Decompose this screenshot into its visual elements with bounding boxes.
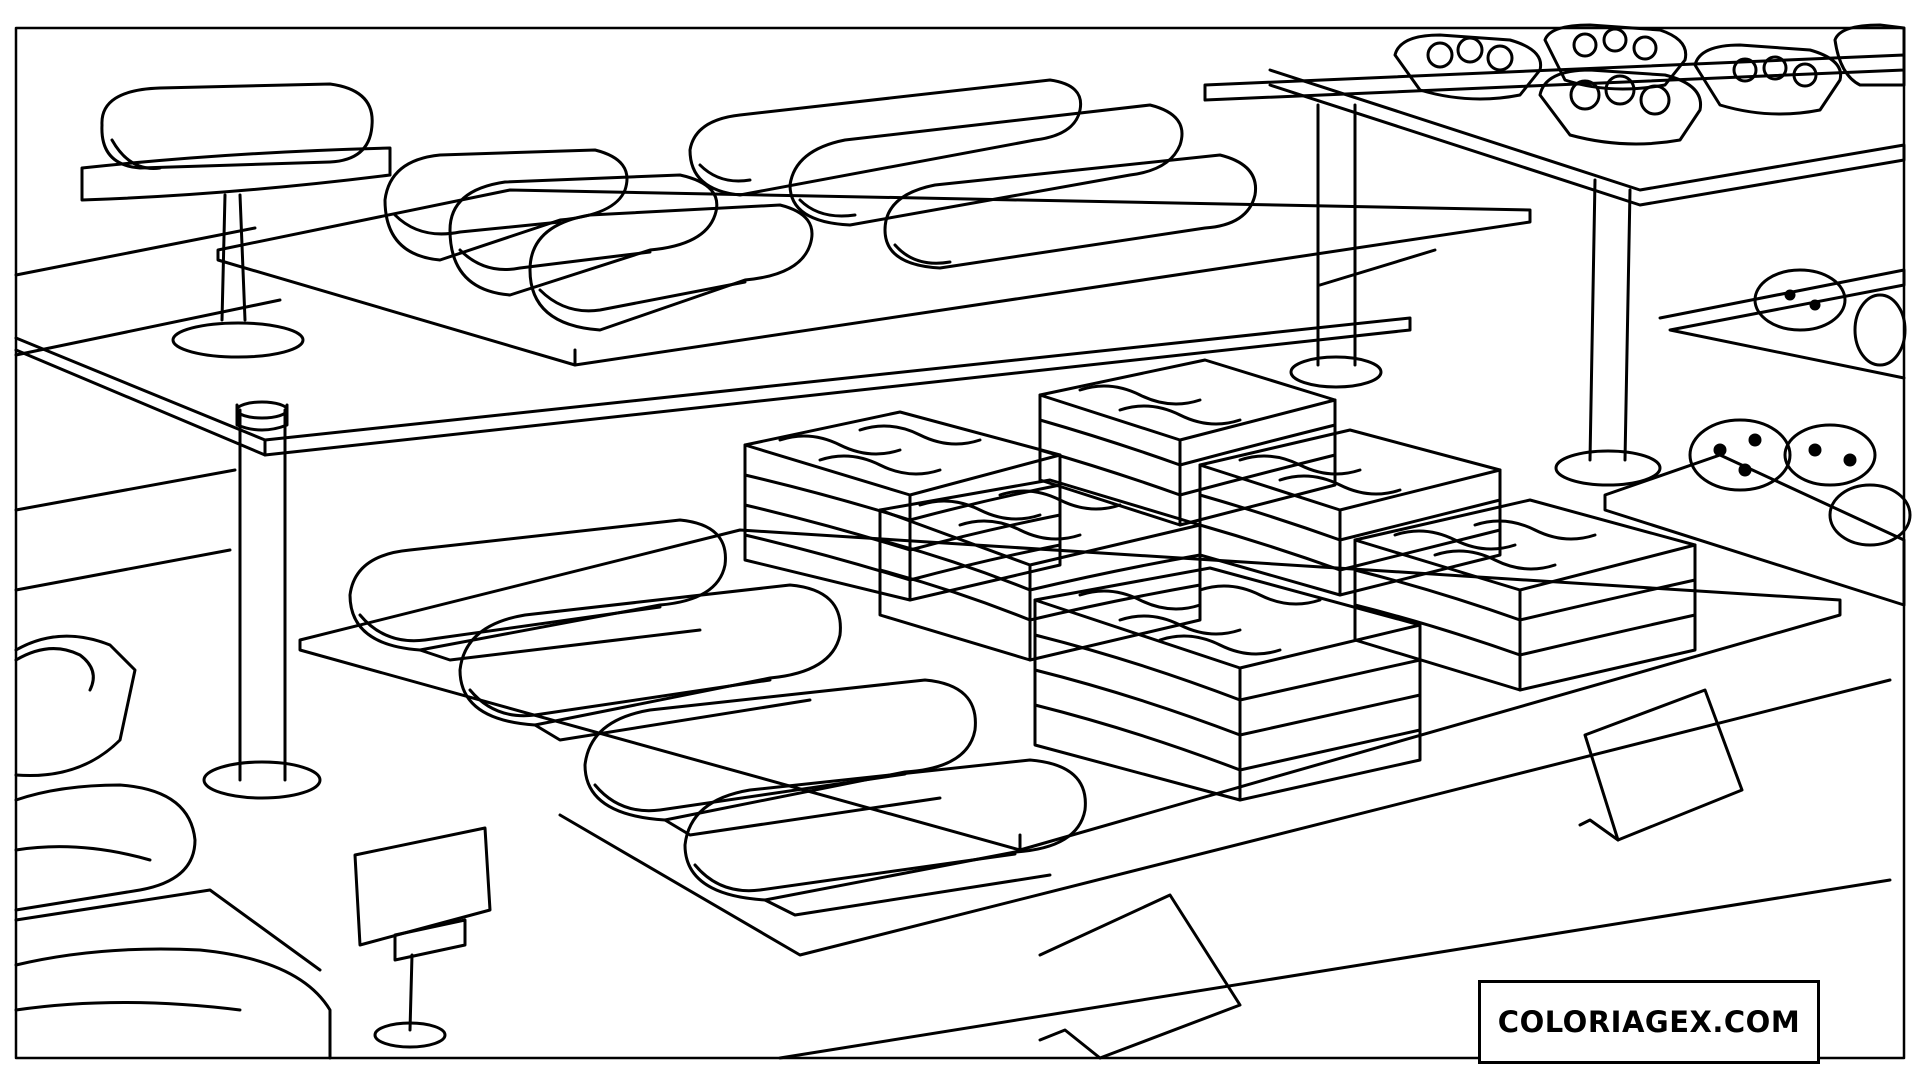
eclair xyxy=(14,783,197,912)
tart xyxy=(1693,43,1843,116)
tart xyxy=(14,634,137,778)
price-tag xyxy=(1578,688,1744,842)
price-tag xyxy=(353,826,492,1049)
tart xyxy=(1538,68,1703,146)
tart xyxy=(1833,23,1906,87)
tart xyxy=(1393,33,1543,101)
tart xyxy=(1543,23,1688,91)
upper-tray xyxy=(216,188,1532,367)
eclair xyxy=(348,518,727,662)
eclair xyxy=(788,103,1184,227)
eclair xyxy=(528,203,814,332)
lower-left-pastries xyxy=(14,634,332,1060)
fruit-tarts xyxy=(1393,23,1906,146)
price-tags xyxy=(353,688,1744,1060)
mille-feuille xyxy=(1038,358,1337,527)
watermark-logo: COLORIAGEX.COM xyxy=(1478,980,1820,1064)
eclair xyxy=(683,758,1087,917)
display-case-lines xyxy=(14,226,1437,592)
eclair xyxy=(14,947,332,1060)
support-pole-left xyxy=(202,400,322,800)
eclair xyxy=(383,148,629,262)
support-pole-right xyxy=(1289,103,1383,389)
mille-feuille xyxy=(1198,428,1502,597)
right-cookie-shelves xyxy=(1603,268,1906,607)
watermark-text: COLORIAGEX.COM xyxy=(1497,1005,1801,1039)
cake-stand xyxy=(80,82,392,359)
upper-glass-shelf xyxy=(14,316,1412,457)
mille-feuille xyxy=(1033,566,1422,802)
upper-eclairs xyxy=(383,78,1258,332)
main-tray xyxy=(298,528,1892,1060)
mille-feuille xyxy=(1353,498,1697,692)
eclair xyxy=(448,173,719,297)
cookies xyxy=(1688,268,1912,547)
eclair xyxy=(688,78,1083,197)
eclair xyxy=(583,678,977,837)
eclair xyxy=(883,153,1258,270)
price-tag xyxy=(1038,893,1242,1060)
eclair xyxy=(458,583,842,742)
mille-feuille-pastries xyxy=(743,358,1697,802)
lower-eclairs xyxy=(348,518,1087,917)
